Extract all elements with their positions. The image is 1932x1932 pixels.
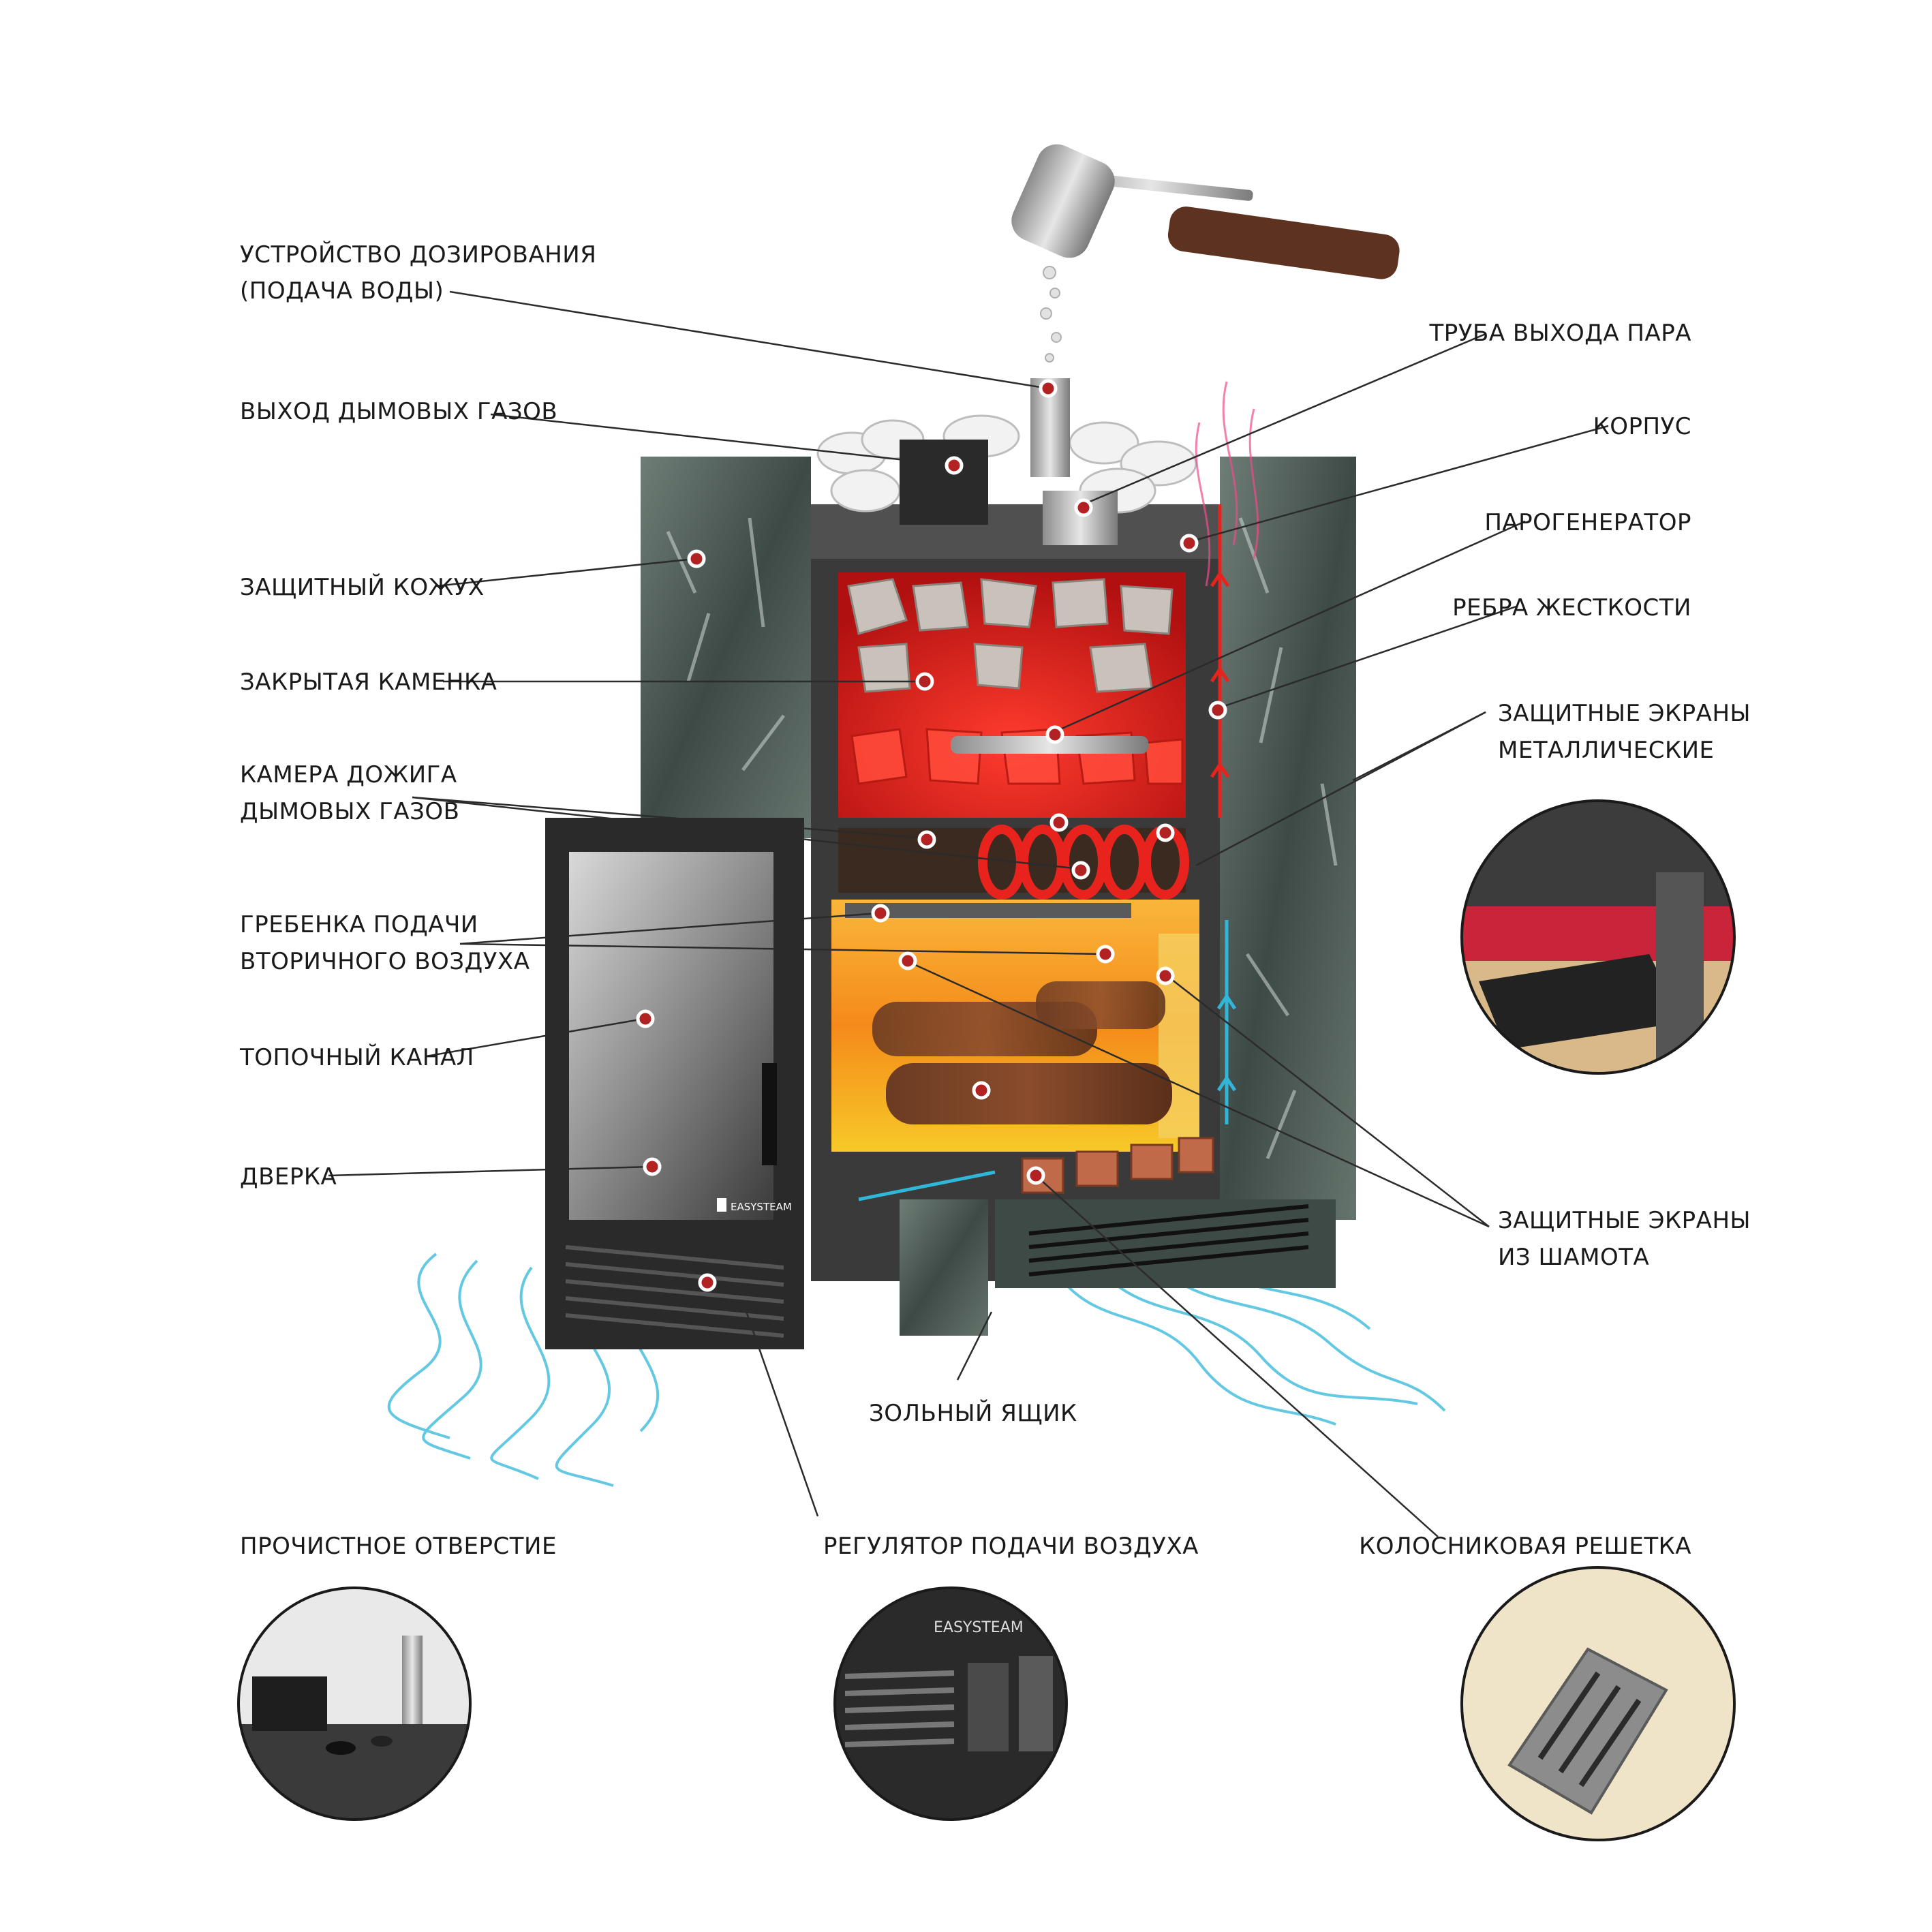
marker-metal-screen-2 bbox=[1156, 823, 1175, 842]
marker-steam-pipe bbox=[1074, 498, 1093, 517]
markers bbox=[636, 379, 1227, 1292]
label-steam-pipe: ТРУБА ВЫХОДА ПАРА bbox=[1429, 320, 1691, 347]
marker-grate-wood bbox=[972, 1081, 991, 1100]
marker-secondary-air-1 bbox=[871, 904, 890, 923]
heater-stones bbox=[847, 578, 1174, 693]
marker-ribs bbox=[1208, 701, 1227, 720]
firewood bbox=[872, 981, 1172, 1124]
marker-firebox bbox=[636, 1009, 655, 1028]
marker-afterburn-2 bbox=[1071, 861, 1090, 880]
label-heater: ЗАКРЫТАЯ КАМЕНКА bbox=[240, 669, 497, 696]
brand-logo-badge bbox=[717, 1198, 726, 1212]
marker-afterburn-1 bbox=[917, 830, 936, 849]
marker-chamotte-1 bbox=[898, 951, 917, 970]
label-ashbox: ЗОЛЬНЫЙ ЯЩИК bbox=[869, 1399, 1077, 1427]
marker-secondary-air-2 bbox=[1096, 945, 1115, 964]
top-lid bbox=[811, 504, 1220, 559]
label-dosing-line2: (ПОДАЧА ВОДЫ) bbox=[240, 277, 444, 305]
water-splash bbox=[1040, 266, 1062, 363]
marker-door bbox=[643, 1157, 662, 1176]
label-grate: КОЛОСНИКОВАЯ РЕШЕТКА bbox=[1359, 1533, 1691, 1560]
label-door: ДВЕРКА bbox=[240, 1163, 337, 1191]
label-steam-gen: ПАРОГЕНЕРАТОР bbox=[1484, 509, 1691, 536]
hot-air-channel bbox=[1210, 504, 1230, 818]
label-metal-screens-line1: ЗАЩИТНЫЕ ЭКРАНЫ bbox=[1498, 700, 1751, 727]
marker-metal-screen-1 bbox=[1049, 813, 1069, 832]
marker-grate bbox=[1026, 1166, 1045, 1185]
label-ribs: РЕБРА ЖЕСТКОСТИ bbox=[1452, 594, 1691, 622]
steam-wisps bbox=[1195, 381, 1259, 587]
ladle bbox=[1011, 144, 1400, 279]
leader-lines bbox=[328, 290, 1609, 1537]
label-flue: ВЫХОД ДЫМОВЫХ ГАЗОВ bbox=[240, 398, 557, 425]
label-metal-screens-line2: МЕТАЛЛИЧЕСКИЕ bbox=[1498, 737, 1715, 764]
sauna-stones-top bbox=[816, 414, 1197, 514]
label-secondary-air-line2: ВТОРИЧНОГО ВОЗДУХА bbox=[240, 948, 530, 975]
flue-outlet bbox=[900, 440, 988, 525]
label-chamotte-screens-line2: ИЗ ШАМОТА bbox=[1498, 1244, 1649, 1271]
steam-pipe bbox=[1043, 491, 1118, 545]
chamotte-bricks bbox=[1021, 1137, 1214, 1194]
label-firebox: ТОПОЧНЫЙ КАНАЛ bbox=[239, 1043, 474, 1071]
label-dosing-line1: УСТРОЙСТВО ДОЗИРОВАНИЯ bbox=[240, 241, 596, 269]
label-afterburn-line1: КАМЕРА ДОЖИГА bbox=[240, 761, 457, 788]
marker-air-regulator bbox=[698, 1273, 717, 1292]
label-afterburn-line2: ДЫМОВЫХ ГАЗОВ bbox=[240, 798, 459, 825]
marker-heater bbox=[915, 672, 934, 691]
marker-chamotte-2 bbox=[1156, 966, 1175, 985]
marker-casing bbox=[687, 549, 706, 568]
detail-cleanout bbox=[237, 1586, 472, 1821]
marker-steam-gen bbox=[1045, 725, 1064, 744]
brand-logo: EASYSTEAM bbox=[731, 1201, 792, 1213]
marker-flue bbox=[945, 456, 964, 475]
detail-brand-logo: EASYSTEAM bbox=[934, 1619, 1024, 1636]
steam-generator-pipe bbox=[951, 736, 1148, 754]
label-casing: ЗАЩИТНЫЙ КОЖУХ bbox=[240, 573, 485, 601]
detail-air-regulator: EASYSTEAM bbox=[833, 1586, 1068, 1821]
label-cleanout: ПРОЧИСТНОЕ ОТВЕРСТИЕ bbox=[240, 1533, 557, 1560]
marker-body bbox=[1180, 534, 1199, 553]
door-handle bbox=[762, 1063, 777, 1165]
grate-slots bbox=[1028, 1204, 1309, 1276]
ladle-cup bbox=[1011, 144, 1115, 258]
label-chamotte-screens-line1: ЗАЩИТНЫЕ ЭКРАНЫ bbox=[1498, 1207, 1751, 1234]
secondary-air-comb bbox=[845, 903, 1131, 918]
label-air-regulator: РЕГУЛЯТОР ПОДАЧИ ВОЗДУХА bbox=[823, 1533, 1199, 1560]
ash-box bbox=[900, 1199, 988, 1336]
stove: EASYSTEAM bbox=[545, 144, 1400, 1349]
label-body: КОРПУС bbox=[1593, 413, 1691, 440]
stone-column-left bbox=[641, 457, 811, 838]
door: EASYSTEAM bbox=[545, 818, 804, 1349]
air-flow-right bbox=[1062, 1259, 1446, 1426]
marker-dosing bbox=[1039, 379, 1058, 398]
detail-metal-screens bbox=[1460, 799, 1736, 1075]
ladle-handle bbox=[1167, 206, 1400, 279]
label-secondary-air-line1: ГРЕБЕНКА ПОДАЧИ bbox=[240, 911, 478, 938]
door-glass bbox=[569, 852, 773, 1220]
stone-column-right bbox=[1220, 457, 1356, 1220]
detail-floor-grate bbox=[1460, 1566, 1736, 1841]
